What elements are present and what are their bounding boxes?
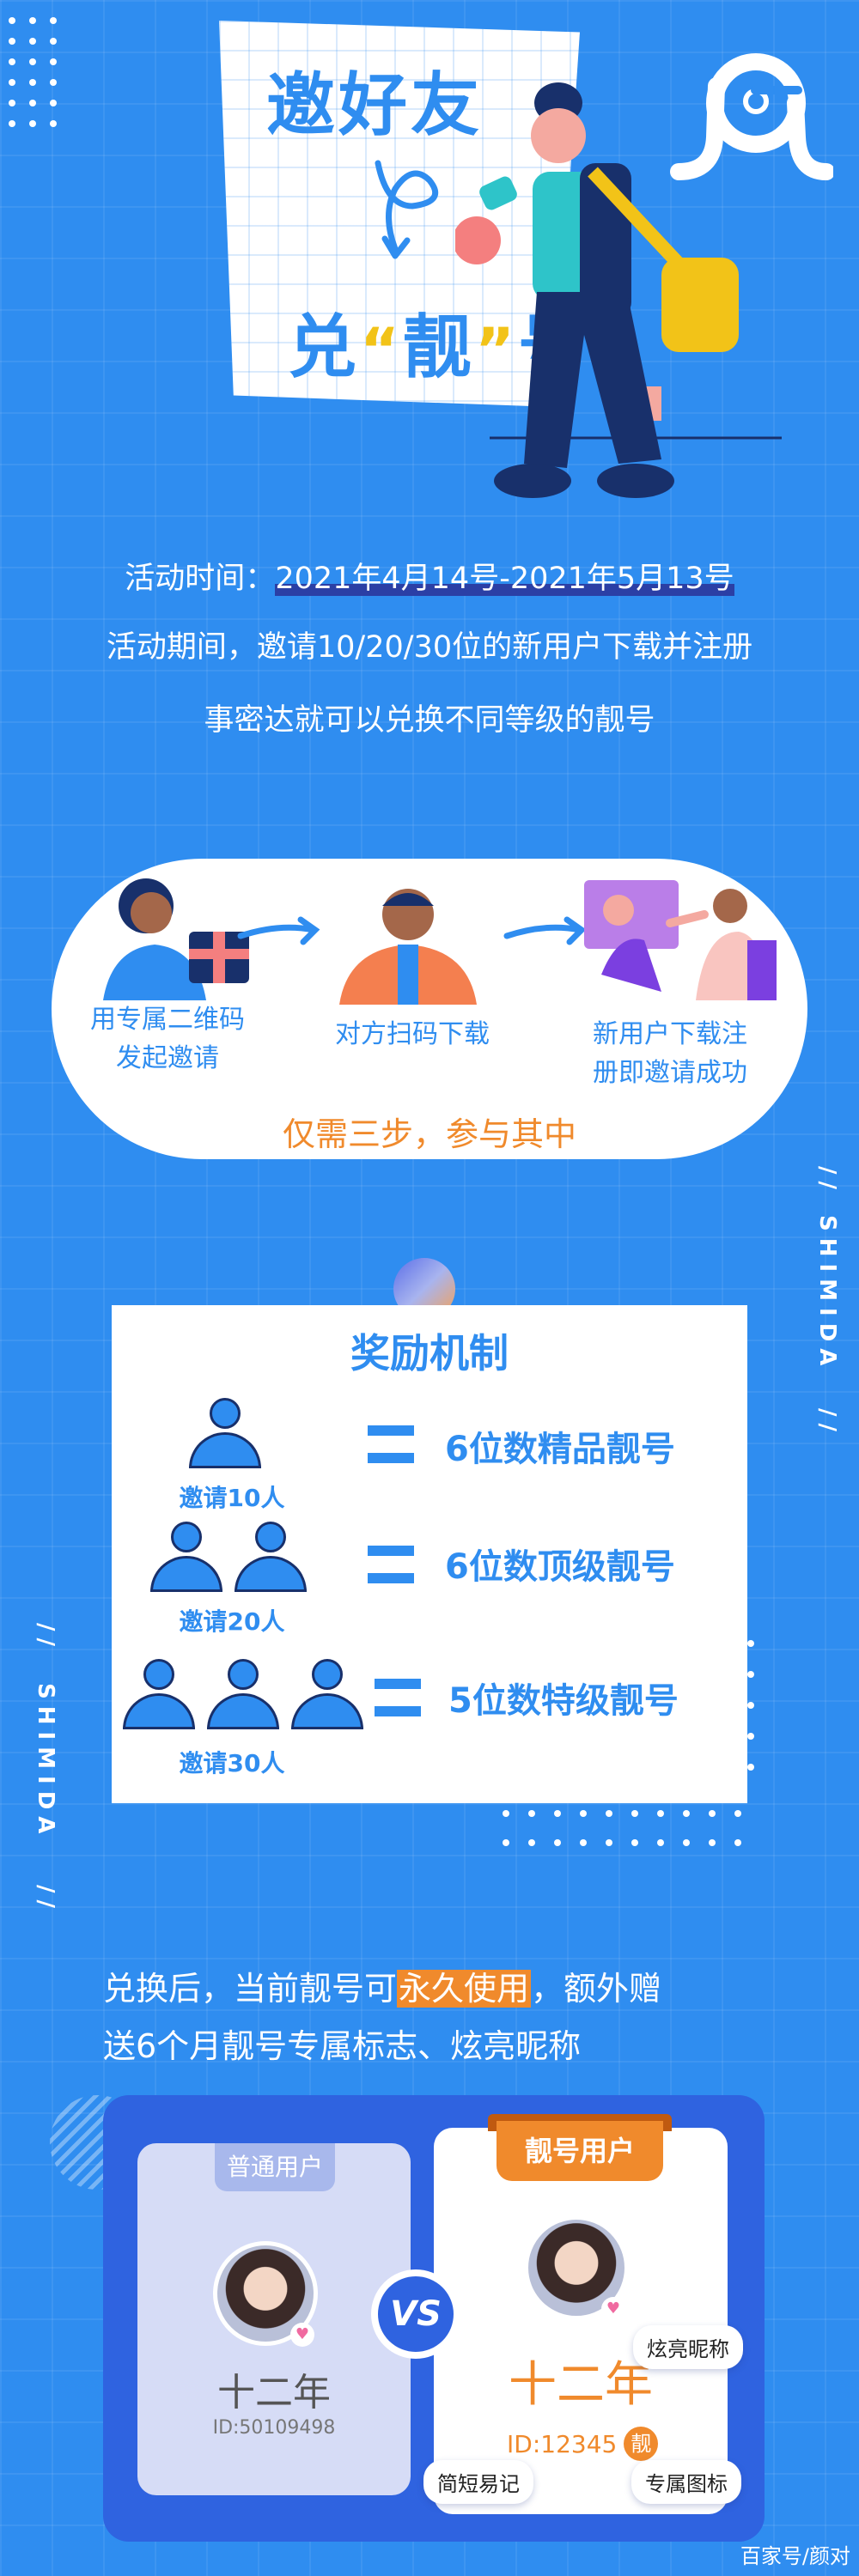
- normal-user-name: 十二年: [217, 2371, 331, 2415]
- step-3-line1: 新用户下载注: [593, 1019, 747, 1049]
- tier-2-equals-icon: [368, 1546, 414, 1583]
- side-slashes-top-left: //: [33, 1623, 58, 1653]
- step-3-label: 新用户下载注 册即邀请成功: [567, 1015, 773, 1092]
- tier-1-invite: 邀请10人: [179, 1484, 285, 1512]
- benefit-line1-b: ，额外赠: [531, 1970, 662, 2008]
- tier-1-people: [189, 1398, 261, 1468]
- tier-2-people: [150, 1522, 307, 1592]
- person-icon: [123, 1659, 195, 1729]
- tier-3-people: [123, 1659, 363, 1729]
- tier-1-reward: 6位数精品靓号: [445, 1430, 675, 1469]
- premium-user-id: ID:12345: [507, 2429, 618, 2458]
- step-success-illustration: [584, 880, 777, 1000]
- tier-3-invite: 邀请30人: [179, 1749, 285, 1777]
- normal-user-label: 普通用户: [215, 2143, 335, 2191]
- vs-badge: VS: [371, 2269, 460, 2359]
- activity-time-value: 2021年4月14号-2021年5月13号: [275, 562, 734, 596]
- rewards-title: 奖励机制: [350, 1330, 509, 1376]
- step-2-label: 对方扫码下载: [305, 1015, 520, 1054]
- vs-text: VS: [390, 2294, 442, 2334]
- person-icon: [189, 1398, 261, 1468]
- step-1-line1: 用专属二维码: [90, 1005, 245, 1035]
- person-icon: [150, 1522, 222, 1592]
- benefit-highlight: 永久使用: [397, 1970, 532, 2008]
- activity-desc-line2: 事密达就可以兑换不同等级的靓号: [204, 703, 655, 738]
- decor-dots-right: [747, 1640, 754, 1771]
- title-char-exchange: 兑: [288, 307, 360, 387]
- header-card: [219, 21, 580, 407]
- side-brand-left: SHIMIDA: [33, 1683, 58, 1841]
- tier-3-reward: 5位数特级靓号: [448, 1681, 679, 1721]
- decor-dots-top-left: [9, 17, 57, 127]
- person-icon: [207, 1659, 279, 1729]
- tier-2-invite: 邀请20人: [179, 1607, 285, 1636]
- premium-avatar-badge-icon: ♥: [601, 2297, 625, 2321]
- step-1-label: 用专属二维码 发起邀请: [69, 1000, 266, 1078]
- brand-logo-icon: [670, 53, 833, 180]
- step-scan-illustration: [339, 889, 477, 1005]
- step-2-line1: 对方扫码下载: [335, 1019, 490, 1049]
- decor-dots-bottom: [503, 1810, 741, 1846]
- title-line1: 邀好友: [266, 65, 483, 145]
- benefit-line1-a: 兑换后，当前靓号可: [103, 1970, 398, 2008]
- activity-time: 活动时间：2021年4月14号-2021年5月13号: [0, 558, 859, 600]
- title-quote-open: “: [360, 315, 404, 386]
- premium-user-card: [434, 2128, 728, 2514]
- tier-2-reward: 6位数顶级靓号: [445, 1547, 675, 1587]
- arrow-1-icon: [237, 916, 320, 945]
- tag-icon: 专属图标: [631, 2460, 741, 2504]
- side-slashes-top-right: //: [814, 1166, 840, 1196]
- activity-desc-line1: 活动期间，邀请10/20/30位的新用户下载并注册: [106, 630, 753, 665]
- tier-1-equals-icon: [368, 1425, 414, 1463]
- step-gift-illustration: [103, 878, 249, 1000]
- steps-tagline: 仅需三步，参与其中: [282, 1115, 576, 1153]
- benefit-line2: 送6个月靓号专属标志、炫亮昵称: [103, 2027, 582, 2065]
- title-quote-close: ”: [475, 315, 519, 386]
- character-illustration: [455, 82, 782, 498]
- person-icon: [291, 1659, 363, 1729]
- side-brand-right: SHIMIDA: [814, 1215, 840, 1373]
- title-char-pretty: 靓: [403, 307, 476, 387]
- footer-watermark: 百家号/颜对: [740, 2544, 850, 2568]
- tag-easy: 简短易记: [423, 2460, 533, 2504]
- benefit-line1: 兑换后，当前靓号可永久使用，额外赠: [103, 1962, 661, 2009]
- activity-time-label: 活动时间：: [125, 562, 276, 596]
- tag-nickname: 炫亮昵称: [633, 2325, 743, 2369]
- step-3-line2: 册即邀请成功: [593, 1058, 747, 1088]
- premium-badge: 靓: [624, 2427, 659, 2461]
- side-slashes-bottom-right: //: [814, 1408, 840, 1438]
- normal-avatar-badge-icon: ♥: [290, 2323, 314, 2347]
- premium-user-name: 十二年: [509, 2357, 653, 2413]
- person-icon: [235, 1522, 307, 1592]
- tier-3-equals-icon: [375, 1679, 421, 1716]
- side-slashes-bottom-left: //: [33, 1885, 58, 1915]
- step-1-line2: 发起邀请: [116, 1043, 219, 1073]
- normal-user-id: ID:50109498: [212, 2417, 336, 2439]
- premium-user-label: 靓号用户: [497, 2121, 663, 2181]
- arrow-2-icon: [503, 916, 587, 945]
- premium-user-id-row: ID:12345 靓: [507, 2427, 659, 2461]
- swirl-arrow-icon: [375, 160, 439, 259]
